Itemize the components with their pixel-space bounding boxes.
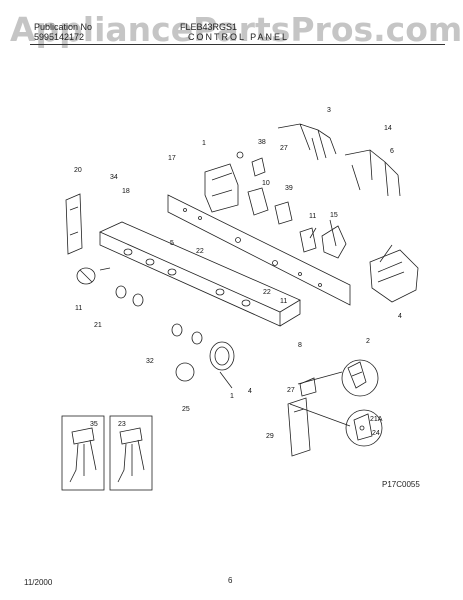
part-callout: 38 [258,139,266,146]
part-callout: 24 [372,430,380,437]
part-callout: 11 [309,213,316,220]
control-panel-face [99,232,281,327]
part-callout: 4 [398,313,402,320]
lid-switch-housing [287,397,311,457]
part-callout: 11 [75,305,82,312]
part-callout: 1 [230,393,234,400]
part-callout: 17 [168,155,176,162]
part-callout: 10 [262,180,270,187]
publication-label: Publication No [34,22,93,32]
switch [299,227,317,253]
part-callout: 27 [280,145,288,152]
harness-inset [109,415,153,491]
harness [344,149,401,197]
part-callout: 25 [182,406,190,413]
timer [204,163,239,213]
switch [247,187,269,216]
part-callout: 29 [266,433,274,440]
section-title: CONTROL PANEL [188,32,290,42]
part-callout: 18 [122,188,130,195]
figure-code: P17C0055 [382,480,420,489]
knob [76,267,96,285]
dial [209,341,235,371]
part-callout: 4 [248,388,252,395]
header-rule [30,44,445,45]
part-callout: 21 [94,322,102,329]
model-number: FLEB43RGS1 [180,22,238,32]
part-callout: 23 [118,421,126,428]
knob [132,293,144,307]
part-callout: 15 [330,212,338,219]
pressure-switch [369,249,419,303]
part-callout: 8 [298,342,302,349]
part-callout: 21A [370,416,383,423]
switch [274,201,293,225]
panel-bracket [167,194,351,306]
part-callout: 39 [285,185,293,192]
print-date: 11/2000 [24,578,53,587]
part-callout: 14 [384,125,392,132]
part-callout: 32 [146,358,154,365]
part-callout: 5 [170,240,174,247]
end-cap [65,193,83,255]
part-callout: 2 [366,338,370,345]
part-callout: 20 [74,167,82,174]
harness [277,123,337,161]
part-callout: 6 [390,148,394,155]
harness-inset [61,415,105,491]
knob [171,323,183,337]
part-callout: 3 [327,107,331,114]
switch [251,157,266,177]
part-callout: 35 [90,421,98,428]
selector [321,225,347,259]
page-number: 6 [228,576,233,585]
knob [191,331,203,345]
detail-callout [341,359,379,397]
part-callout: 11 [280,298,287,305]
part-callout: 1 [202,140,206,147]
detail-callout [345,409,383,447]
part-callout: 22 [263,289,271,296]
part-callout: 27 [287,387,295,394]
part-callout: 22 [196,248,204,255]
publication-number: 5995142172 [34,32,85,42]
knob [175,362,195,382]
part-callout: 34 [110,174,118,181]
watermark: AppliancePartsPros.com [10,10,463,49]
control-panel [99,221,301,313]
knob [115,285,127,299]
